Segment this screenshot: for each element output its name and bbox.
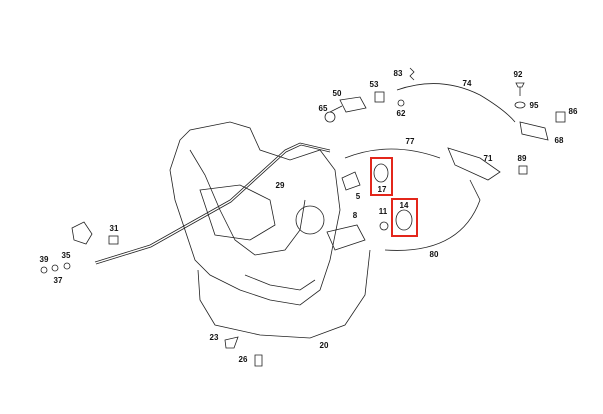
label-68: 68 xyxy=(554,136,564,145)
highlight-box-part-14 xyxy=(391,198,418,237)
label-95: 95 xyxy=(529,101,539,110)
part-68 xyxy=(519,121,549,141)
part-92 xyxy=(515,82,525,96)
part-26 xyxy=(254,354,263,367)
label-92: 92 xyxy=(513,70,523,79)
part-65 xyxy=(324,111,336,123)
label-83: 83 xyxy=(393,69,403,78)
cable-80 xyxy=(384,179,481,251)
label-26: 26 xyxy=(238,355,248,364)
cable-74 xyxy=(396,83,516,123)
part-50 xyxy=(329,96,367,113)
cable-20 xyxy=(197,249,371,339)
part-17 xyxy=(373,163,389,183)
label-71: 71 xyxy=(483,154,493,163)
highlight-box-part-17 xyxy=(370,157,393,196)
label-11: 11 xyxy=(378,207,388,216)
label-62: 62 xyxy=(396,109,406,118)
label-39: 39 xyxy=(39,255,49,264)
cable-77 xyxy=(344,148,441,159)
part-83 xyxy=(409,67,415,81)
part-5 xyxy=(341,171,361,191)
label-23: 23 xyxy=(209,333,219,342)
part-71 xyxy=(447,147,501,181)
label-50: 50 xyxy=(332,89,342,98)
label-80: 80 xyxy=(429,250,439,259)
cable-29 xyxy=(94,142,331,263)
part-bracket-left xyxy=(71,221,93,245)
label-35: 35 xyxy=(61,251,71,260)
label-86: 86 xyxy=(568,107,578,116)
label-8: 8 xyxy=(352,211,358,220)
part-35 xyxy=(63,262,71,270)
part-8 xyxy=(326,224,366,251)
label-89: 89 xyxy=(517,154,527,163)
label-31: 31 xyxy=(109,224,119,233)
label-37: 37 xyxy=(53,276,63,285)
label-5: 5 xyxy=(355,192,361,201)
label-77: 77 xyxy=(405,137,415,146)
part-23 xyxy=(224,336,239,349)
part-89 xyxy=(518,165,528,175)
part-14 xyxy=(395,209,413,231)
part-31 xyxy=(108,235,119,245)
label-29: 29 xyxy=(275,181,285,190)
label-20: 20 xyxy=(319,341,329,350)
label-14: 14 xyxy=(399,201,409,210)
part-86 xyxy=(555,111,566,123)
label-65: 65 xyxy=(318,104,328,113)
part-62 xyxy=(397,99,405,107)
label-53: 53 xyxy=(369,80,379,89)
part-95 xyxy=(514,101,526,109)
part-11 xyxy=(379,221,389,231)
label-17: 17 xyxy=(377,185,387,194)
part-39 xyxy=(40,266,48,274)
label-74: 74 xyxy=(462,79,472,88)
part-53 xyxy=(374,91,385,103)
transmission-housing xyxy=(169,121,341,306)
part-37 xyxy=(51,264,59,272)
